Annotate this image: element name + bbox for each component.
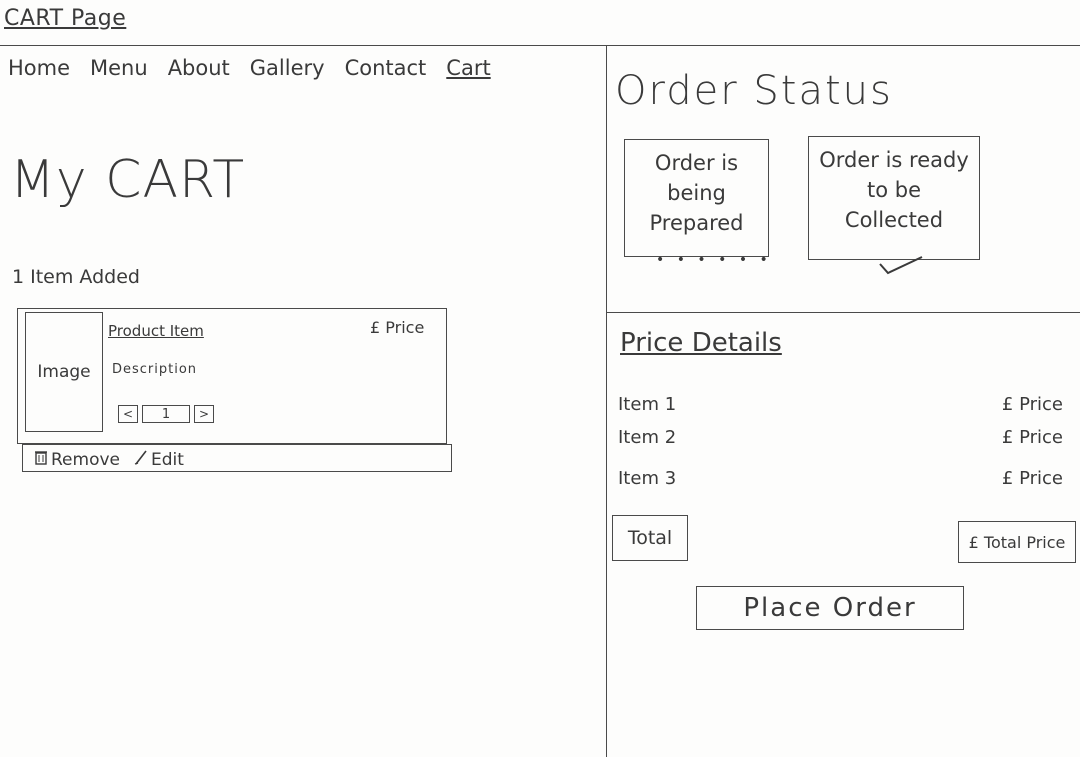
total-price-box: £ Total Price — [958, 521, 1076, 563]
nav-item-cart[interactable]: Cart — [446, 56, 491, 80]
header-divider — [0, 45, 1080, 46]
product-price: £ Price — [370, 318, 425, 337]
total-label-box: Total — [612, 515, 688, 561]
qty-value[interactable]: 1 — [142, 405, 190, 423]
edit-button[interactable]: Edit — [134, 449, 184, 470]
price-row-label: Item 1 — [618, 394, 677, 415]
price-row-label: Item 3 — [618, 468, 677, 489]
price-row-value: £ Price — [1001, 394, 1063, 415]
total-label: Total — [627, 527, 673, 549]
price-row: Item 3 £ Price — [618, 468, 1063, 489]
product-description: Description — [112, 362, 198, 377]
trash-icon — [34, 449, 48, 470]
nav-item-menu[interactable]: Menu — [90, 56, 148, 80]
remove-label: Remove — [51, 449, 120, 470]
order-status-heading: Order Status — [615, 68, 893, 114]
nav-item-about[interactable]: About — [167, 56, 230, 80]
qty-increase-button[interactable]: > — [194, 405, 214, 423]
cart-item-action-bar — [22, 444, 452, 472]
quantity-stepper: < 1 > — [118, 405, 214, 423]
pencil-icon — [134, 449, 148, 470]
nav-item-gallery[interactable]: Gallery — [249, 56, 325, 80]
nav-item-contact[interactable]: Contact — [344, 56, 427, 80]
page-title: CART Page — [4, 6, 127, 31]
items-added-count: 1 Item Added — [12, 266, 140, 288]
nav-item-home[interactable]: Home — [8, 56, 71, 80]
status-being-prepared: Order is being Prepared — [624, 139, 769, 257]
total-price: £ Total Price — [968, 532, 1066, 552]
price-row-value: £ Price — [1001, 427, 1063, 448]
remove-button[interactable]: Remove — [34, 449, 120, 470]
right-section-divider — [606, 312, 1080, 313]
price-details-heading-text: Price Details — [620, 328, 782, 358]
price-row-value: £ Price — [1001, 468, 1063, 489]
place-order-button[interactable]: Place Order — [696, 586, 964, 630]
qty-decrease-button[interactable]: < — [118, 405, 138, 423]
price-row: Item 1 £ Price — [618, 394, 1063, 415]
price-details-heading: Price Details — [620, 328, 782, 358]
checkmark-icon — [878, 254, 924, 280]
price-row: Item 2 £ Price — [618, 427, 1063, 448]
product-image: Image — [25, 312, 103, 432]
loading-dots-icon: • • • • • • — [656, 252, 772, 268]
price-row-label: Item 2 — [618, 427, 677, 448]
edit-label: Edit — [151, 449, 184, 470]
status-ready-to-collect: Order is ready to be Collected — [808, 136, 980, 260]
column-divider — [606, 45, 607, 757]
product-image-label: Image — [37, 362, 91, 382]
product-name-link[interactable]: Product Item — [108, 322, 204, 340]
status-being-prepared-label: Order is being Prepared — [649, 151, 744, 235]
cart-item-card — [17, 308, 447, 444]
main-nav: Home Menu About Gallery Contact Cart — [8, 56, 491, 80]
status-ready-label: Order is ready to be Collected — [819, 148, 969, 232]
cart-heading: My CART — [10, 150, 246, 210]
